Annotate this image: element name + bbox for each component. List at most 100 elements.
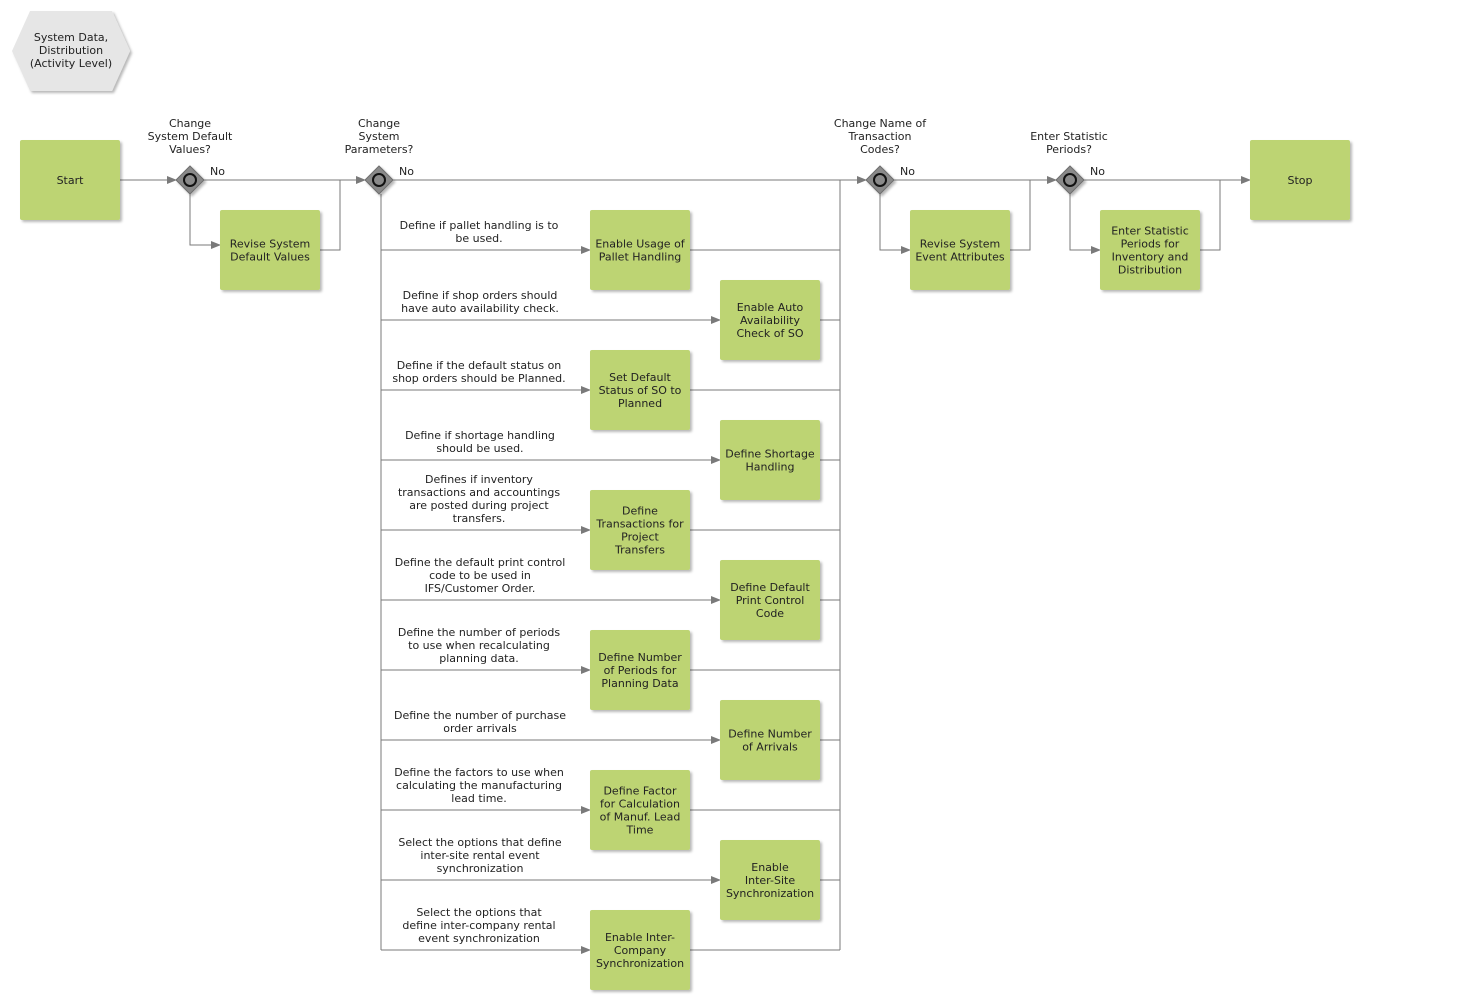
branch-description-line: planning data. [439, 652, 519, 665]
branch-activity-label-line: Check of SO [736, 327, 803, 340]
gateway-2-marker [372, 173, 386, 187]
activity-enter-statistic-periods [1100, 210, 1200, 290]
branch-activity-label-line: Project [621, 531, 659, 544]
activity-enter-statistic-periods-label-line: Distribution [1118, 264, 1182, 277]
gateway-question-line: System Default [148, 130, 233, 143]
branch-activity [720, 700, 820, 780]
gateway-question-line: Transaction [848, 130, 912, 143]
stop-label: Stop [1287, 174, 1312, 187]
branch-activity [590, 490, 690, 570]
branch-activity-label-line: Set Default [609, 371, 671, 384]
branch-activity-label-line: Code [756, 607, 784, 620]
branch-activity [720, 560, 820, 640]
gateway-question-line: Change Name of [834, 117, 927, 130]
branch-description-line: define inter-company rental [402, 919, 555, 932]
branch-description-line: Define if pallet handling is to [400, 219, 559, 232]
branch-description-line: transfers. [453, 512, 506, 525]
gateway-no-label: No [210, 165, 225, 178]
branch-description-line: to use when recalculating [408, 639, 550, 652]
header-label: System Data,Distribution(Activity Level) [30, 31, 112, 70]
branch-description-line: Define if the default status on [397, 359, 562, 372]
branch-activity-label-line: Pallet Handling [599, 251, 682, 264]
branch-description-line: Define if shop orders should [403, 289, 558, 302]
branch-description-line: order arrivals [443, 722, 517, 735]
branch-activity-label-line: Company [614, 944, 667, 957]
branch-description-line: Select the options that define [398, 836, 561, 849]
branch-activity-label-line: of Arrivals [742, 741, 798, 754]
branch-description-line: Define the number of purchase [394, 709, 566, 722]
branch-activity [720, 420, 820, 500]
branch-activity-label-line: Handling [745, 461, 794, 474]
stop-label-line: Stop [1287, 174, 1312, 187]
branch-description-line: Define the number of periods [398, 626, 561, 639]
activity-enter-statistic-periods-label-line: Inventory and [1112, 251, 1189, 264]
flow-g1-yes [189, 194, 221, 249]
branch-activity [720, 840, 820, 920]
branch-activity-label-line: Print Control [736, 594, 805, 607]
branch-activity-label-line: Availability [740, 314, 800, 327]
activity-enter-statistic-periods-label-line: Periods for [1121, 238, 1180, 251]
branch-description-line: Select the options that [416, 906, 542, 919]
gateway-1 [175, 165, 205, 195]
header-label-line: System Data, [34, 31, 108, 44]
activity-revise-default-values [220, 210, 320, 290]
branch-activity [590, 910, 690, 990]
activity-revise-default-values-label-line: Default Values [230, 251, 310, 264]
branch-activity-label-line: Planned [618, 397, 662, 410]
branch-activity-label-line: Define [622, 505, 658, 518]
branch-activity-label-line: Define Number [728, 728, 812, 741]
branch-activity-label-line: Enable [751, 861, 789, 874]
gateway-question-line: Change [358, 117, 400, 130]
branch-activity [720, 280, 820, 360]
branch-description-line: transactions and accountings [398, 486, 560, 499]
branch-description-line: should be used. [436, 442, 523, 455]
branch-activity-label-line: Synchronization [596, 957, 684, 970]
activity-revise-event-attributes [910, 210, 1010, 290]
branch-description-line: code to be used in [429, 569, 531, 582]
gateway-question-line: Codes? [860, 143, 900, 156]
branch-description-line: inter-site rental event [420, 849, 540, 862]
gateway-4-marker [1063, 173, 1077, 187]
flow-merge-bus [839, 179, 844, 950]
gateway-question-line: Enter Statistic [1030, 130, 1108, 143]
start-label: Start [57, 174, 85, 187]
gateway-no-label: No [900, 165, 915, 178]
flow-g3-yes [879, 194, 911, 254]
activity-revise-event-attributes-label-line: Revise System [920, 238, 1001, 251]
gateway-2 [364, 165, 394, 195]
branch-activity-label-line: Transfers [614, 544, 665, 557]
header-hexagon [12, 11, 130, 91]
branch-description-line: synchronization [437, 862, 524, 875]
flow-g4-return [1200, 179, 1224, 251]
branch-activity-label-line: Status of SO to [599, 384, 682, 397]
gateway-3-marker [873, 173, 887, 187]
gateway-1-marker [183, 173, 197, 187]
branch-activity [590, 210, 690, 290]
gateway-3 [865, 165, 895, 195]
branch-description-line: event synchronization [418, 932, 540, 945]
branch-description-line: Define if shortage handling [405, 429, 555, 442]
branch-activity-label-line: Enable Usage of [595, 238, 685, 251]
